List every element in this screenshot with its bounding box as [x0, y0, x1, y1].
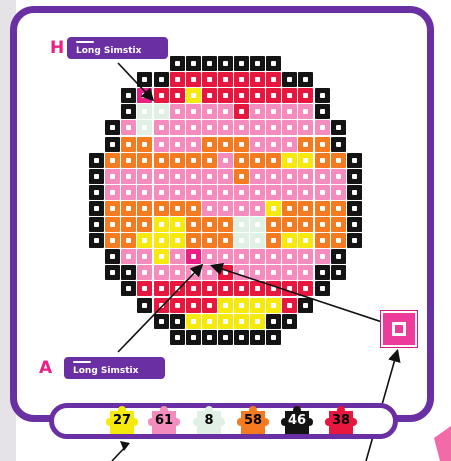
label-top-text: Long Simstix [76, 46, 141, 56]
count-value: 61 [148, 413, 180, 428]
enlarged-peg-callout [381, 311, 417, 347]
label-bar [73, 361, 91, 363]
arrow-callout [213, 266, 385, 323]
count-orange: 58 [237, 405, 269, 435]
count-value: 38 [325, 413, 357, 428]
label-bar [76, 41, 94, 43]
arrow-bottom-label [118, 266, 201, 352]
count-pink: 61 [148, 405, 180, 435]
count-value: 8 [193, 413, 225, 428]
arrow-top-label [118, 63, 152, 99]
label-bottom: Long Simstix [64, 357, 165, 379]
label-letter-a: A [39, 360, 52, 377]
label-bottom-text: Long Simstix [73, 366, 138, 376]
count-yellow: 27 [106, 405, 138, 435]
callout-inner-square [392, 322, 406, 336]
label-letter-h: H [50, 40, 64, 57]
count-value: 46 [281, 413, 313, 428]
count-value: 58 [237, 413, 269, 428]
count-white: 8 [193, 405, 225, 435]
count-red: 38 [325, 405, 357, 435]
decorative-pink-peg-icon [428, 420, 451, 461]
label-top: Long Simstix [67, 37, 168, 59]
count-value: 27 [106, 413, 138, 428]
count-black: 46 [281, 405, 313, 435]
